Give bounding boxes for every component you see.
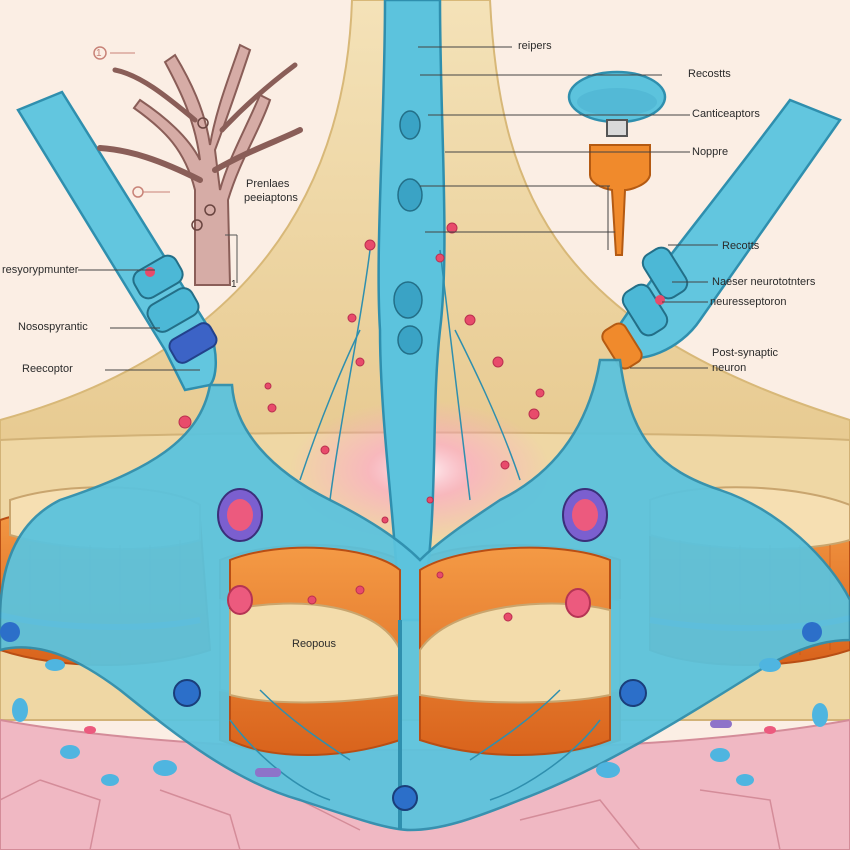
cell-nuclei: [0, 488, 822, 811]
right-receptor-dot: [655, 295, 665, 305]
label-top-center: reipers: [518, 40, 552, 52]
left-receptor-dot: [145, 267, 155, 277]
label-cleft: Reopous: [292, 638, 337, 650]
tissue-cells: [12, 658, 828, 786]
label-right-3a: Post-synaptic: [712, 347, 779, 359]
label-left-2: Nosospyrantic: [18, 321, 88, 333]
right-receptor-segment-3: [601, 322, 643, 370]
left-receptor-segment-3: [168, 322, 218, 364]
label-tree-marker-top: 1: [96, 48, 102, 59]
label-left-1: resyorypmunter: [2, 264, 79, 276]
orange-receptor-stem-icon: [589, 144, 651, 256]
center-right-cap-front: [419, 602, 611, 704]
label-right-3b: neuron: [712, 362, 747, 374]
label-right-1: Recotts: [722, 240, 760, 252]
skin-cells: [0, 779, 781, 850]
dendrite-branches: [229, 249, 601, 801]
right-receptor-segment-1: [641, 246, 689, 300]
axon-nodes: [393, 110, 423, 355]
left-receptor-segment-1: [132, 254, 184, 300]
label-top-right-1: Recostts: [688, 68, 731, 80]
label-right-2a: Naeser neurototnters: [712, 276, 816, 288]
leader-lines: [78, 46, 718, 371]
label-top-right-3: Noppre: [692, 146, 729, 158]
vesicles: [178, 222, 545, 622]
receptor-cap-icon: [567, 70, 667, 137]
label-top-right-2: Canticeaptors: [692, 108, 760, 120]
label-right-2b: neuresseptoron: [710, 296, 787, 308]
label-tree-line2: peeiaptons: [244, 192, 298, 204]
left-receptor-segment-2: [146, 287, 200, 333]
label-tree-line1: Prenlaes: [246, 178, 290, 190]
dendrite-tree-icon: [93, 43, 303, 286]
label-left-3: Reecoptor: [22, 363, 73, 375]
label-tree-marker-bottom: 1: [231, 279, 237, 290]
